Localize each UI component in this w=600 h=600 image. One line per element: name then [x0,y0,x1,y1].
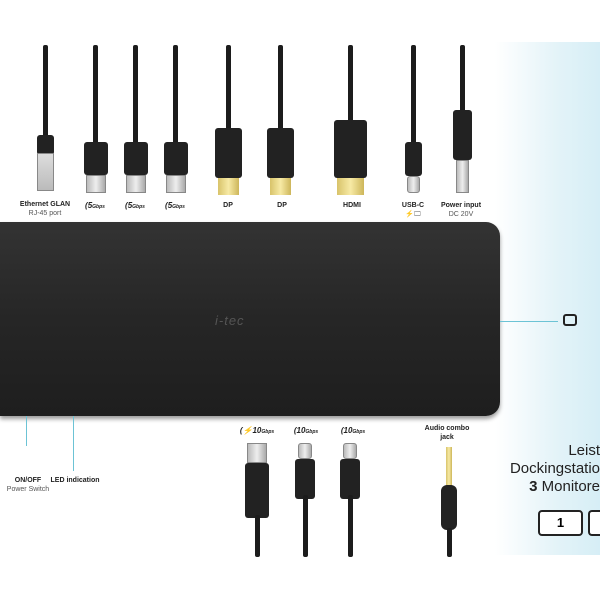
power-boot [453,110,472,160]
usb-a-connector [126,175,146,193]
usb-speed-badge: (5Gbps [125,201,145,210]
usb-a-boot [84,142,108,175]
power-plug [456,160,469,193]
label-usb-c: USB-C⚡🖵 [401,202,425,218]
power-switch-line [26,416,27,446]
dp-cable [226,45,231,135]
dp-connector [270,178,291,195]
usb-a-cable [133,45,138,145]
usb-speed-badge: (5Gbps [85,201,105,210]
usb-a-cable [93,45,98,145]
usb-c-cable [303,495,308,557]
usb-speed-badge: (10Gbps [340,426,366,435]
hdmi-connector [337,178,364,195]
ethernet-boot [37,135,54,155]
power-display-icon: ⚡🖵 [405,211,421,218]
promo-line2: Dockingstatio [509,460,600,477]
itec-logo: i-tec [215,313,245,328]
usb-speed-badge: (5Gbps [165,201,185,210]
usb-c-connector [407,176,420,193]
usb-a-connector [86,175,106,193]
label-hdmi: HDMI [343,202,361,209]
usb-c-cable [348,495,353,557]
usb-a-connector [247,443,267,463]
usb-c-boot [405,142,422,176]
power-cable [460,45,465,115]
label-dp: DP [223,202,233,209]
label-dp: DP [277,202,287,209]
dp-cable [278,45,283,135]
promo-line1: Leist [568,442,600,459]
lock-indicator-line [500,321,558,322]
usb-c-boot [295,459,315,499]
usb-c-boot [340,459,360,499]
usb-a-cable [255,515,260,557]
usb-a-boot [164,142,188,175]
docking-station [0,222,500,416]
promo-background [495,42,600,555]
usb-a-cable [173,45,178,145]
usb-a-boot [124,142,148,175]
usb-c-connector [298,443,312,459]
dp-boot [215,128,242,178]
monitor-2-icon [588,510,600,536]
label-led: LED indication [50,477,100,484]
kensington-lock-icon [563,314,577,326]
led-line [73,416,74,471]
ethernet-cable [43,45,48,140]
monitor-1-icon: 1 [538,510,583,536]
dp-boot [267,128,294,178]
hdmi-boot [334,120,367,178]
audio-jack-plug [446,447,452,487]
promo-line3: 3 Monitore [529,478,600,495]
usb-speed-badge: (10Gbps [293,426,319,435]
dp-connector [218,178,239,195]
usb-c-cable [411,45,416,145]
audio-cable [447,528,452,557]
usb-a-boot [245,463,269,518]
usb-a-connector [166,175,186,193]
usb-c-connector [343,443,357,459]
hdmi-cable [348,45,353,125]
audio-jack-boot [441,485,457,530]
rj45-connector [37,153,54,191]
usb-speed-badge: (⚡10Gbps [239,426,275,435]
